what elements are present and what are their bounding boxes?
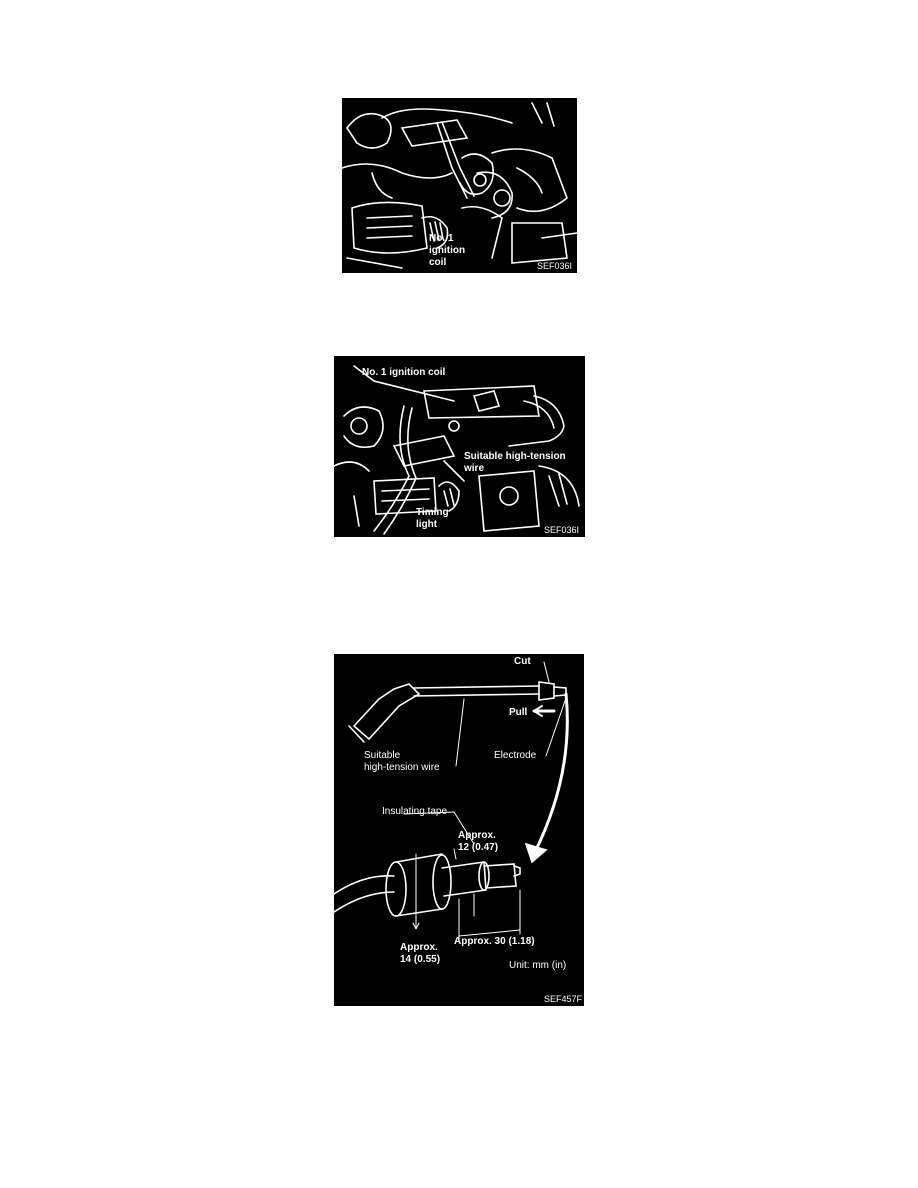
- label-approx30: Approx. 30 (1.18): [454, 936, 535, 947]
- label-pull: Pull: [509, 707, 528, 718]
- label-timing-line1: Timing: [416, 507, 449, 518]
- label-coil-line2: ignition: [429, 245, 466, 256]
- label-wire-line1: Suitable high-tension: [464, 451, 566, 462]
- label-unit: Unit: mm (in): [509, 960, 567, 971]
- label-approx14-line2: 14 (0.55): [400, 954, 441, 965]
- label-cut: Cut: [514, 656, 531, 667]
- label-wire-line1: Suitable: [364, 750, 401, 761]
- figure-timing-light-connection: No. 1 ignition coil Suitable high-tensio…: [334, 356, 585, 537]
- label-approx14-line1: Approx.: [400, 942, 438, 953]
- label-insulating-tape: Insulating tape: [382, 806, 448, 817]
- label-wire-line2: high-tension wire: [364, 762, 440, 773]
- label-coil-line1: No. 1: [429, 233, 454, 244]
- engine-illustration-1: [342, 102, 577, 269]
- label-electrode: Electrode: [494, 750, 537, 761]
- figure-ignition-coil-location: No. 1 ignition coil SEF036I: [342, 98, 577, 273]
- figure-code: SEF036I: [544, 525, 580, 535]
- figure-code: SEF457F: [544, 994, 583, 1004]
- label-approx12-line2: 12 (0.47): [458, 842, 499, 853]
- wire-illustration: [334, 661, 569, 940]
- label-wire-line2: wire: [464, 463, 485, 474]
- engine-illustration-2: [334, 365, 580, 535]
- figure-high-tension-wire: Cut Pull Suitable high-tension wire Elec…: [334, 654, 584, 1006]
- label-coil-line3: coil: [429, 257, 447, 268]
- label-timing-line2: light: [416, 519, 438, 530]
- label-no1-ignition-coil: No. 1 ignition coil: [362, 367, 446, 378]
- figure-code: SEF036I: [537, 261, 573, 271]
- label-approx12-line1: Approx.: [458, 830, 496, 841]
